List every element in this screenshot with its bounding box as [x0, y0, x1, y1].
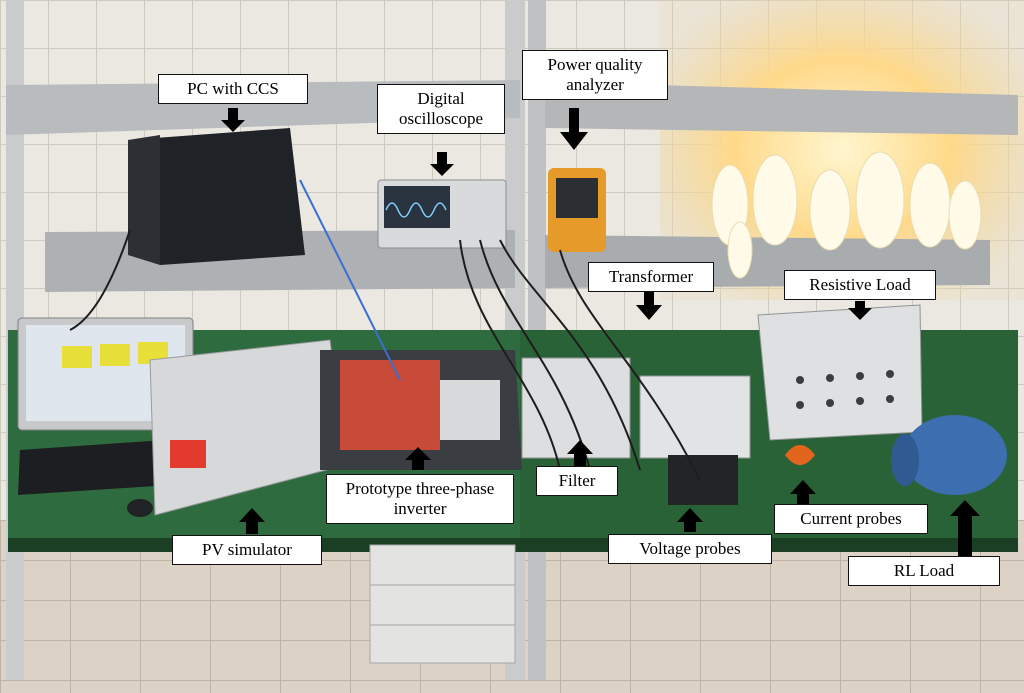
- label-text: PV simulator: [202, 540, 292, 559]
- label-rl-load: RL Load: [848, 556, 1000, 586]
- current-probes: [785, 445, 815, 465]
- label-filter: Filter: [536, 466, 618, 496]
- label-text: Current probes: [800, 509, 902, 528]
- pc-tower: [128, 128, 305, 265]
- filter-box: [521, 357, 631, 459]
- voltage-probes: [668, 455, 738, 505]
- label-text: Filter: [558, 471, 596, 490]
- label-text-line1: Prototype three-phase: [345, 479, 495, 498]
- label-text-line1: Digital: [417, 89, 465, 108]
- label-transformer: Transformer: [588, 262, 714, 292]
- transformer-box: [639, 375, 751, 459]
- label-text: RL Load: [893, 561, 955, 580]
- label-pc-with-ccs: PC with CCS: [158, 74, 308, 104]
- label-digital-oscilloscope: Digital oscilloscope: [377, 84, 505, 134]
- label-resistive-load: Resistive Load: [784, 270, 936, 300]
- rl-load-motor: [903, 415, 1007, 495]
- label-text-line2: analyzer: [566, 75, 624, 94]
- label-text-line1: Power quality: [547, 55, 643, 74]
- label-text-line2: inverter: [393, 499, 447, 518]
- label-power-quality-analyzer: Power quality analyzer: [522, 50, 668, 100]
- keyboard: [18, 440, 170, 495]
- label-voltage-probes: Voltage probes: [608, 534, 772, 564]
- label-text: PC with CCS: [187, 79, 279, 98]
- label-current-probes: Current probes: [774, 504, 928, 534]
- drawer-cabinet: [369, 544, 516, 664]
- lamps: [711, 151, 982, 279]
- label-prototype-three-phase-inverter: Prototype three-phase inverter: [326, 474, 514, 524]
- label-text: Resistive Load: [809, 275, 911, 294]
- resistive-load: [757, 304, 923, 441]
- cables: [69, 179, 701, 481]
- arrows: [221, 108, 980, 556]
- mouse: [127, 499, 153, 517]
- label-pv-simulator: PV simulator: [172, 535, 322, 565]
- label-text: Voltage probes: [639, 539, 741, 558]
- label-text-line2: oscilloscope: [398, 109, 484, 128]
- label-text: Transformer: [608, 267, 694, 286]
